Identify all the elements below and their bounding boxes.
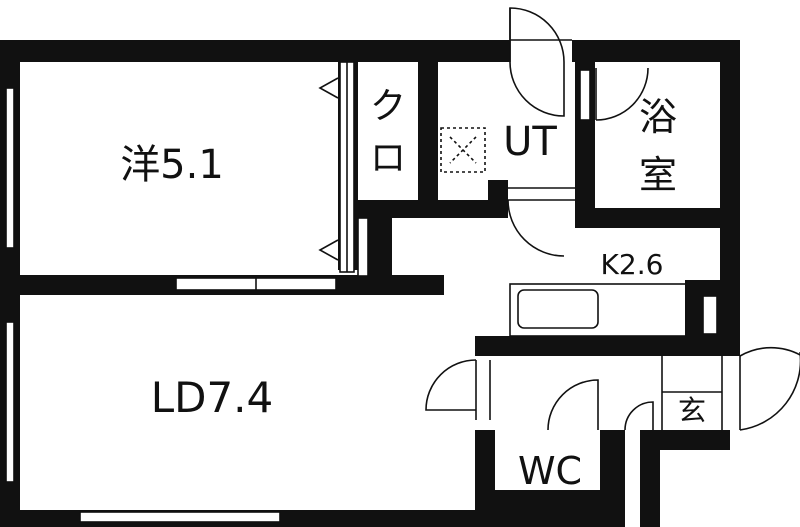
kitchen-sink xyxy=(517,289,599,329)
room-label-utility: UT xyxy=(503,119,557,165)
windows xyxy=(5,69,591,523)
room-label-closet-1: ク xyxy=(370,86,406,127)
room-label-bath-1: 浴 xyxy=(639,95,677,139)
room-label-living: LD7.4 xyxy=(151,373,274,422)
kitchen-counter xyxy=(509,283,687,337)
room-label-western: 洋5.1 xyxy=(120,142,224,188)
fixtures xyxy=(440,127,718,337)
room-label-bath-2: 室 xyxy=(639,153,677,197)
door-swings xyxy=(425,7,800,431)
room-label-toilet: WC xyxy=(518,449,582,493)
washer-spot xyxy=(440,127,486,173)
room-label-entrance: 玄 xyxy=(678,394,706,427)
closet-doors xyxy=(318,61,369,277)
room-label-closet-2: ロ xyxy=(370,138,406,179)
room-label-kitchen: K2.6 xyxy=(601,248,664,281)
